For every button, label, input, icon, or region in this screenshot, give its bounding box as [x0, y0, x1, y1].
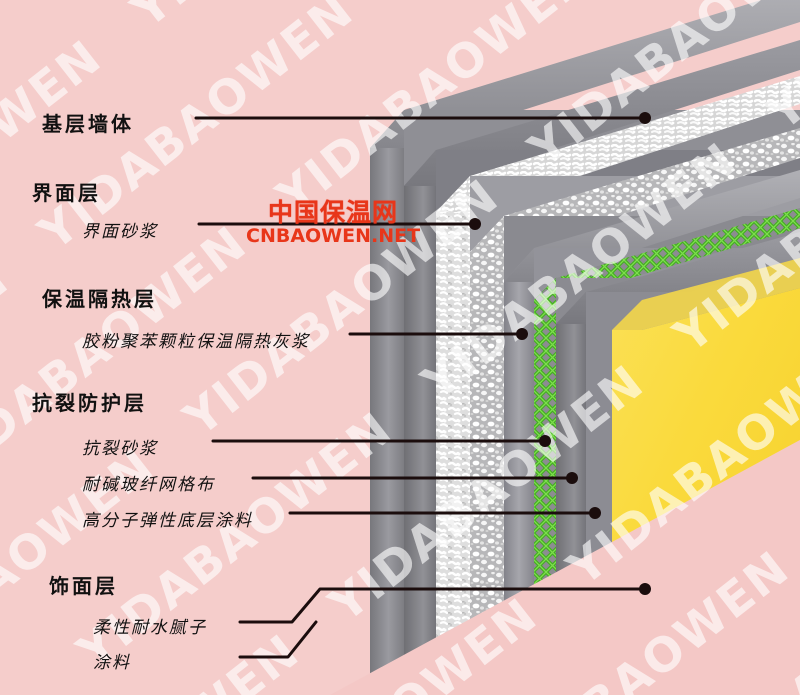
label-crack-mortar: 抗裂砂浆 [82, 439, 158, 459]
label-insulation-slurry: 胶粉聚苯颗粒保温隔热灰浆 [82, 332, 310, 352]
label-primer-coating: 高分子弹性底层涂料 [82, 511, 253, 531]
label-mesh-cloth: 耐碱玻纤网格布 [82, 475, 215, 495]
leader-interface-mortar-endpoint [469, 218, 481, 230]
leader-mesh-cloth-endpoint [566, 472, 578, 484]
label-insulation-layer: 保温隔热层 [42, 287, 157, 311]
label-crack-layer: 抗裂防护层 [32, 391, 147, 415]
leader-finish-group-endpoint [639, 583, 651, 595]
label-base-wall: 基层墙体 [42, 112, 134, 136]
label-finish-layer: 饰面层 [49, 574, 118, 598]
leader-finish-group [238, 587, 647, 659]
label-interface-mortar: 界面砂浆 [82, 222, 158, 242]
leader-primer-coating-endpoint [589, 507, 601, 519]
label-flexible-putty: 柔性耐水腻子 [93, 618, 207, 638]
label-interface-layer: 界面层 [32, 181, 101, 205]
leader-insulation-slurry-endpoint [516, 328, 528, 340]
leader-base-wall-endpoint [639, 112, 651, 124]
leader-crack-mortar-endpoint [539, 435, 551, 447]
label-paint: 涂料 [93, 653, 131, 673]
